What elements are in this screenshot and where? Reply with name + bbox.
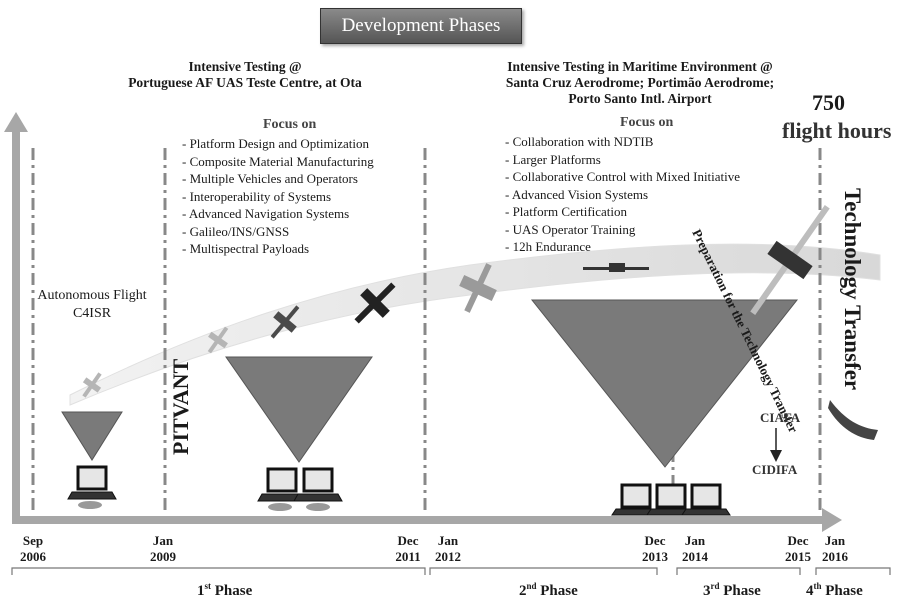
x-axis-arrow [822, 508, 842, 532]
autonomous-label: Autonomous Flight C4ISR [36, 287, 148, 323]
list-item: - Advanced Navigation Systems [182, 206, 350, 221]
phase-number: 2 [519, 583, 527, 599]
phase-suffix: st [204, 581, 212, 591]
uav-icon [459, 263, 497, 313]
date-month: Dec [644, 533, 666, 548]
focus2-list: - Collaboration with NDTIB - Larger Plat… [505, 133, 740, 256]
list-item: - 12h Endurance [505, 239, 591, 254]
phase-suffix: nd [526, 581, 537, 591]
list-item: - Collaboration with NDTIB [505, 134, 654, 149]
list-item: - Multiple Vehicles and Operators [182, 171, 358, 186]
date-year: 2014 [682, 549, 708, 564]
list-item: - Multispectral Payloads [182, 241, 310, 256]
laptop-icon [67, 465, 117, 509]
pitvant-label: PITVANT [168, 358, 193, 455]
list-item: - Collaborative Control with Mixed Initi… [505, 169, 741, 184]
date-month: Jan [437, 533, 459, 548]
y-axis-arrow [4, 112, 28, 132]
flight-hours-value: 750 [812, 90, 845, 115]
phase1-header-line2: Portuguese AF UAS Teste Centre, at Ota [128, 75, 362, 90]
phase-word: Phase [821, 583, 863, 599]
date-year: 2013 [642, 549, 668, 564]
phase-2-label: 2nd Phase [519, 581, 578, 600]
phase-1-label: 1st Phase [197, 581, 252, 600]
flight-hours-label: flight hours [782, 118, 892, 143]
list-item: - Galileo/INS/GNSS [182, 223, 290, 239]
uav-icon [583, 263, 649, 272]
date-year: 2016 [822, 549, 848, 564]
uav-icon [82, 372, 102, 398]
phase1-header: Intensive Testing @ Portuguese AF UAS Te… [80, 59, 410, 91]
date-year: 2011 [395, 549, 421, 564]
phase2-header: Intensive Testing in Maritime Environmen… [475, 59, 805, 107]
date-year: 2015 [785, 549, 811, 564]
phase-word: Phase [719, 583, 761, 599]
date-year: 2009 [150, 549, 176, 564]
phase-suffix: th [813, 581, 822, 591]
date-year: 2012 [435, 549, 461, 564]
laptop-icon [293, 467, 343, 511]
uav-icon [354, 282, 396, 324]
list-item: - UAS Operator Training [505, 221, 636, 237]
uav-icon [207, 326, 229, 354]
focus1-heading: Focus on [263, 117, 317, 132]
focus1-list: - Platform Design and Optimization - Com… [182, 135, 374, 258]
triangle-small [61, 411, 123, 461]
date-month: Jan [824, 533, 846, 548]
list-item: - Platform Design and Optimization [182, 136, 370, 151]
triangle-large [530, 299, 799, 468]
focus2-heading: Focus on [620, 115, 674, 130]
technology-transfer-label: Technology Transfer [840, 188, 865, 390]
transfer-arrow [828, 400, 878, 440]
phase-4-label: 4th Phase [806, 581, 863, 600]
date-year: 2006 [20, 549, 46, 564]
laptop-icon [611, 483, 661, 516]
date-month: Dec [397, 533, 419, 548]
autonomous-line1: Autonomous Flight [37, 288, 147, 303]
uav-icon [750, 205, 830, 315]
date-month: Jan [152, 533, 174, 548]
phase2-header-line3: Porto Santo Intl. Airport [568, 91, 712, 106]
phase-number: 3 [703, 583, 711, 599]
date-month: Dec [787, 533, 809, 548]
laptop-icon [257, 467, 307, 511]
phase-3-label: 3rd Phase [703, 581, 761, 600]
timeline-bracket [11, 567, 891, 575]
phase-suffix: rd [710, 581, 720, 591]
list-item: - Platform Certification [505, 204, 628, 219]
laptop-icon [681, 483, 731, 516]
list-item: - Advanced Vision Systems [505, 186, 649, 202]
phase1-header-line1: Intensive Testing @ [188, 59, 302, 74]
ciafa-label: CIAFA [760, 410, 801, 425]
phase2-header-line1: Intensive Testing in Maritime Environmen… [507, 59, 773, 74]
phase-word: Phase [211, 583, 253, 599]
phase2-header-line2: Santa Cruz Aerodrome; Portimão Aerodrome… [505, 75, 775, 90]
phase-number: 1 [197, 583, 205, 599]
autonomous-line2: C4ISR [72, 306, 112, 321]
triangle-medium [225, 356, 373, 463]
date-month: Jan [684, 533, 706, 548]
date-month: Sep [22, 533, 44, 548]
list-item: - Interoperability of Systems [182, 188, 332, 204]
phase-number: 4 [806, 583, 814, 599]
uav-icon [270, 305, 300, 339]
list-item: - Larger Platforms [505, 151, 601, 167]
phase-word: Phase [536, 583, 578, 599]
list-item: - Composite Material Manufacturing [182, 153, 374, 169]
cidifa-label: CIDIFA [752, 462, 798, 477]
page-title: Development Phases [320, 8, 522, 44]
